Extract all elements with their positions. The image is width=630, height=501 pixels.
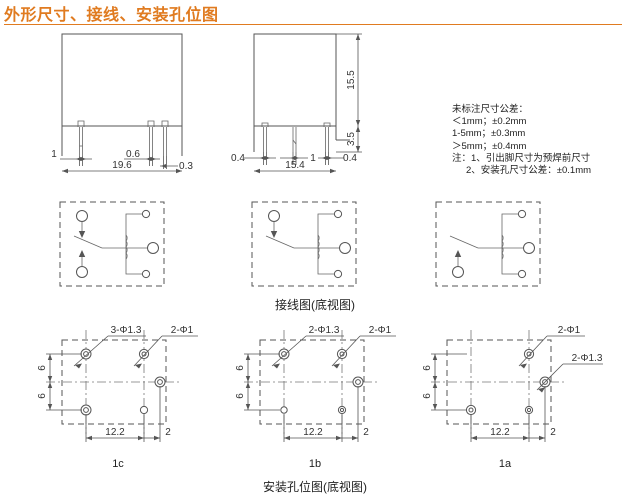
tolerance-note-block: 未标注尺寸公差： ＜1mm；±0.2mm 1-5mm；±0.3mm ＞5mm；±… [452, 104, 591, 177]
mounting-diagram-caption: 安装孔位图(底视图) [263, 480, 367, 494]
leader-1b-0: 2-Φ1.3 [309, 325, 340, 336]
page-title: 外形尺寸、接线、安装孔位图 [4, 7, 219, 24]
dim-1a-h-main: 12.2 [490, 427, 510, 438]
note-line-2: ＞5mm；±0.4mm [452, 140, 527, 152]
variant-label-1b: 1b [308, 458, 322, 470]
note-line-1: 1-5mm；±0.3mm [452, 128, 526, 140]
variant-label-1c: 1c [112, 458, 124, 470]
dim-1c-h-main: 12.2 [105, 427, 125, 438]
dim-front-width: 19.6 [112, 160, 132, 171]
note-remark-2: 2、安装孔尺寸公差：±0.1mm [466, 165, 592, 177]
dim-1b-v-bottom: 6 [235, 393, 246, 399]
dim-front-pin-gap: 0.6 [126, 149, 140, 160]
dim-1b-v-top: 6 [235, 365, 246, 371]
mounting-hole-diagram-1a: 2-Φ1 2-Φ1.3 6 6 12.2 2 [415, 318, 625, 453]
dim-1a-v-bottom: 6 [422, 393, 433, 399]
dim-1a-v-top: 6 [422, 365, 433, 371]
leader-1a-0: 2-Φ1 [558, 325, 581, 336]
outline-front-view: 1 0.6 0.3 19.6 [20, 28, 235, 178]
dim-1b-h-right: 2 [363, 427, 369, 438]
note-remark-1: 注：1、引出脚尺寸为预焊前尺寸 [452, 152, 591, 164]
mounting-hole-diagram-1b: 2-Φ1.3 2-Φ1 6 6 12.2 2 [228, 318, 423, 453]
leader-1a-1: 2-Φ1.3 [572, 353, 603, 364]
mounting-hole-diagram-1c: 3-Φ1.3 2-Φ1 6 6 12.2 [30, 318, 225, 453]
dim-side-pin-left: 0.4 [231, 153, 245, 164]
note-heading: 未标注尺寸公差： [452, 104, 529, 115]
outline-side-view: 15.5 3.5 0.4 1 0.4 [231, 28, 412, 178]
dim-1a-h-right: 2 [550, 427, 556, 438]
wiring-diagram-caption: 接线图(底视图) [275, 298, 355, 312]
dim-1b-h-main: 12.2 [303, 427, 323, 438]
wiring-diagram-1b [248, 198, 363, 290]
dim-side-width: 15.4 [285, 160, 305, 171]
wiring-diagram-1c [56, 198, 171, 290]
dim-side-pin-mid: 1 [310, 153, 316, 164]
variant-label-1a: 1a [498, 458, 512, 470]
dim-front-pin-left: 1 [51, 149, 57, 160]
dim-1c-h-right: 2 [165, 427, 171, 438]
dim-side-pin-height: 3.5 [346, 132, 357, 146]
leader-1c-0: 3-Φ1.3 [111, 325, 142, 336]
dim-front-pin-right: 0.3 [179, 161, 193, 172]
dim-1c-v-bottom: 6 [37, 393, 48, 399]
leader-1c-1: 2-Φ1 [171, 325, 194, 336]
note-line-0: ＜1mm；±0.2mm [452, 116, 527, 128]
dim-side-pin-right: 0.4 [343, 153, 357, 164]
dim-1c-v-top: 6 [37, 365, 48, 371]
page-title-bar: 外形尺寸、接线、安装孔位图 [0, 0, 630, 28]
leader-1b-1: 2-Φ1 [369, 325, 392, 336]
wiring-diagram-1a [432, 198, 547, 290]
title-underline [4, 24, 622, 25]
dim-side-body-height: 15.5 [346, 70, 357, 90]
